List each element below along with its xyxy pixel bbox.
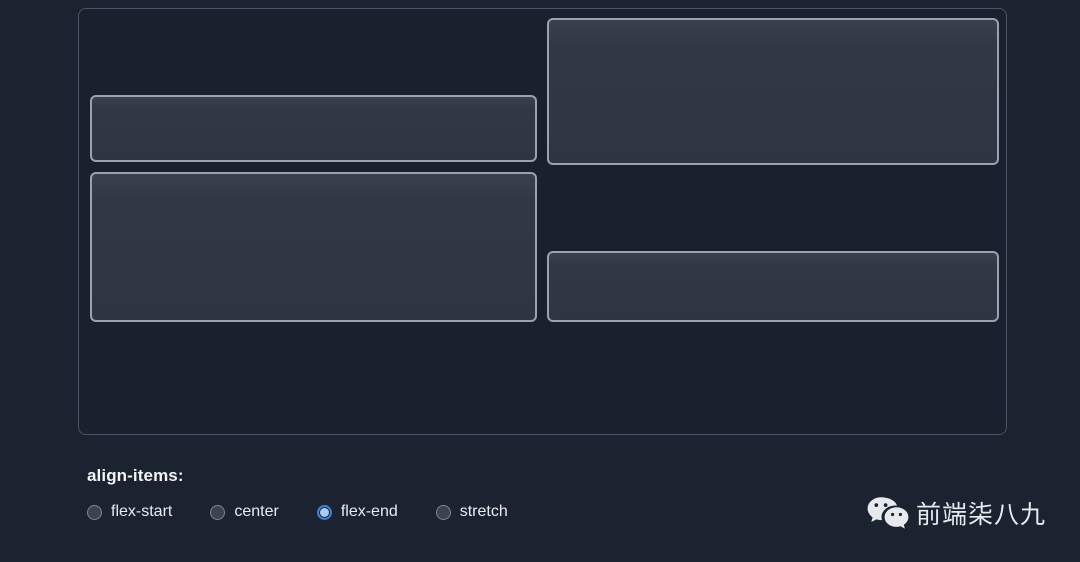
wechat-icon (867, 497, 909, 529)
flex-item-4 (547, 251, 999, 322)
radio-option-flex-start[interactable]: flex-start (87, 503, 172, 521)
radio-label-flex-end: flex-end (340, 503, 398, 520)
watermark-text: 前端柒八九 (916, 501, 1047, 529)
flex-item-3 (90, 172, 537, 322)
radio-option-flex-end[interactable]: flex-end (316, 503, 398, 521)
radio-label-center: center (234, 503, 279, 520)
radio-option-center[interactable]: center (210, 503, 279, 521)
radio-dot-stretch[interactable] (435, 504, 451, 520)
flex-column-a (79, 9, 537, 322)
radio-dot-flex-start[interactable] (87, 504, 102, 520)
radio-dot-flex-end[interactable] (316, 504, 332, 520)
radio-label-stretch: stretch (459, 503, 508, 520)
radio-dot-center[interactable] (210, 504, 226, 520)
radio-option-stretch[interactable]: stretch (435, 503, 508, 521)
controls-panel: align-items: flex-start center flex-end … (87, 466, 546, 521)
flex-item-2 (547, 18, 999, 165)
align-items-label: align-items: (87, 466, 184, 485)
flex-container-demo (78, 8, 1007, 435)
radio-label-flex-start: flex-start (111, 503, 173, 520)
align-items-radio-group: flex-start center flex-end stretch (87, 503, 546, 521)
flex-column-b (537, 9, 1006, 322)
watermark: 前端柒八九 (866, 495, 1046, 531)
flex-item-1 (90, 95, 537, 162)
